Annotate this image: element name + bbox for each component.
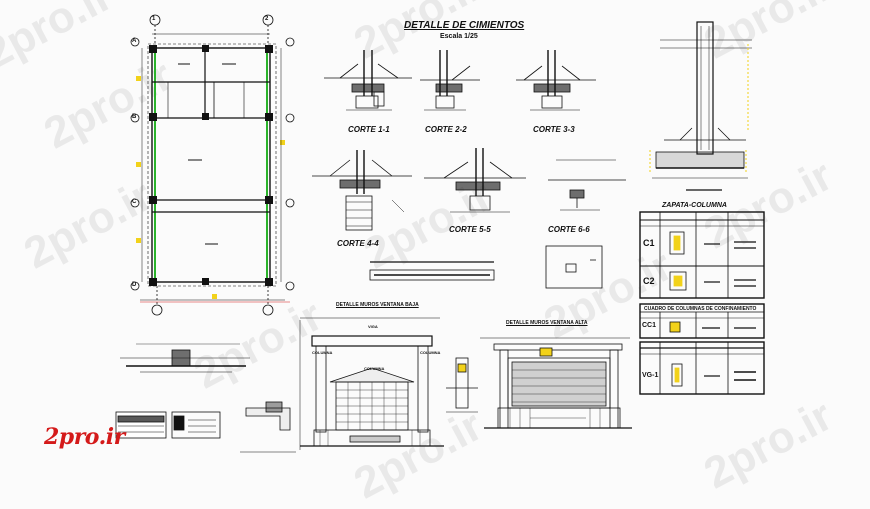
axis-label-a: A [132, 38, 137, 44]
viga-table [639, 341, 765, 395]
axis-label-2: 2 [265, 16, 269, 22]
detail-box [545, 245, 603, 289]
zapata-code-c1: C1 [643, 238, 655, 248]
wall-detail-ventana-baja [299, 317, 444, 450]
ventana-alta-title: DETALLE MUROS VENTANA ALTA [506, 320, 588, 326]
section-label-5-5: CORTE 5-5 [449, 225, 491, 234]
axis-label-1: 1 [152, 16, 156, 22]
wall-detail-ventana-alta [480, 337, 632, 429]
confinamiento-table [639, 303, 765, 339]
drawing-title: DETALLE DE CIMIENTOS [404, 20, 525, 31]
column-elevation [649, 21, 752, 191]
columna-label: COLUMNA [312, 350, 333, 355]
axis-label-b: B [132, 114, 137, 120]
section-corte-2-2 [420, 50, 480, 111]
beam-strip [369, 261, 495, 281]
section-corte-3-3 [516, 50, 596, 111]
columna-label-right: COLUMNA [420, 350, 441, 355]
zapata-code-c2: C2 [643, 276, 655, 286]
section-label-1-1: CORTE 1-1 [348, 125, 390, 134]
section-corte-5-5 [424, 148, 526, 213]
foundation-plan [130, 14, 295, 316]
section-corte-4-4 [312, 150, 412, 231]
zapata-columna-table [639, 211, 765, 299]
section-label-4-4: CORTE 4-4 [337, 239, 379, 248]
column-section-detail [446, 357, 478, 413]
confinamiento-title: CUADRO DE COLUMNAS DE CONFINAMIENTO [644, 306, 757, 312]
section-label-3-3: CORTE 3-3 [533, 125, 575, 134]
confinamiento-code: CC1 [642, 322, 657, 329]
section-corte-1-1 [324, 50, 412, 111]
axis-label-d: D [132, 282, 137, 288]
section-corte-6-6 [548, 159, 626, 211]
site-logo: 2pro.ir [44, 424, 125, 450]
viga-code: VG-1 [642, 372, 659, 379]
drawing-scale: Escala 1/25 [440, 33, 478, 40]
viga-label: VIGA [368, 324, 378, 329]
section-label-2-2: CORTE 2-2 [425, 125, 467, 134]
ventana-baja-title: DETALLE MUROS VENTANA BAJA [336, 302, 419, 308]
drawing-canvas [115, 14, 765, 453]
bottom-left-details [115, 343, 296, 453]
zapata-columna-title: ZAPATA-COLUMNA [662, 202, 727, 209]
section-label-6-6: CORTE 6-6 [548, 225, 590, 234]
columna-label-top: COLUMNA [364, 366, 385, 371]
axis-label-c: C [132, 199, 137, 205]
